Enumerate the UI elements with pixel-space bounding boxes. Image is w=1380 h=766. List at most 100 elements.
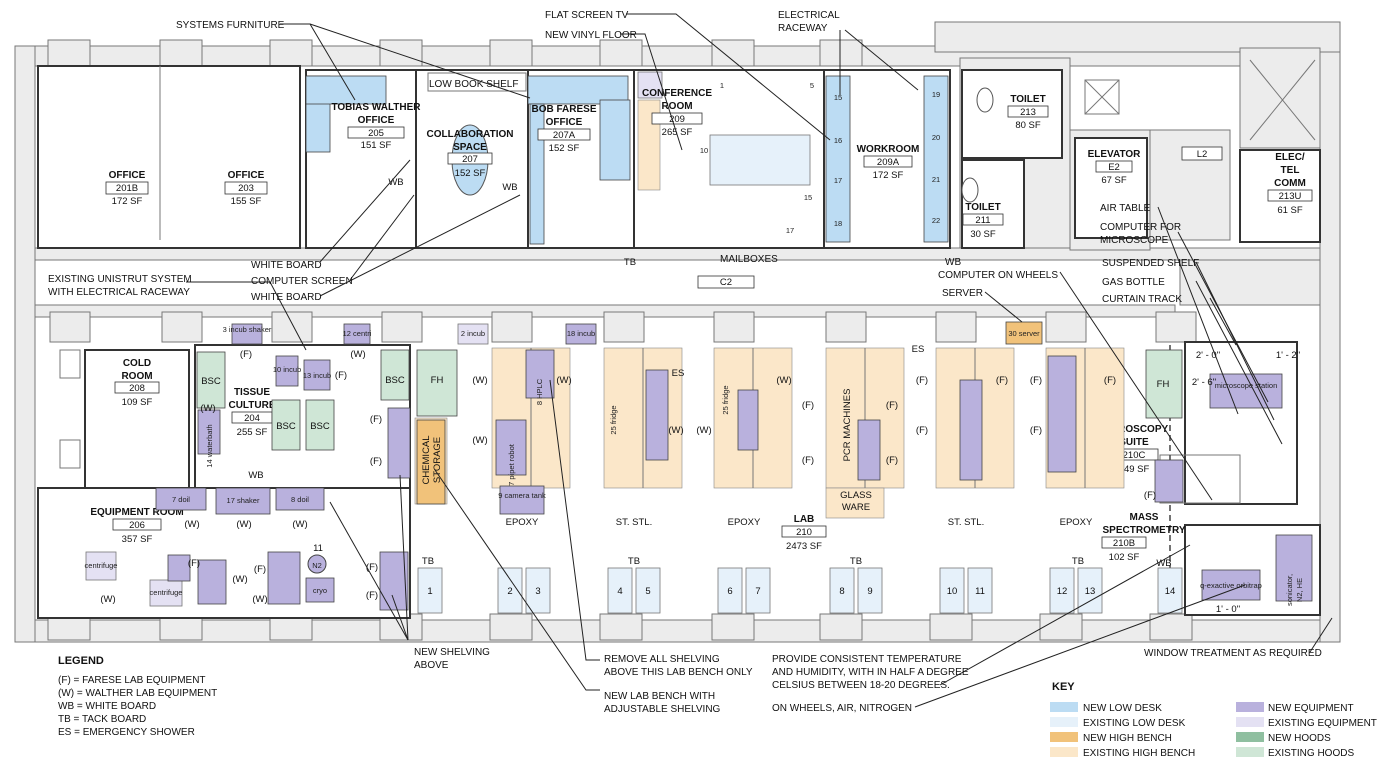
room-number-203: 203: [238, 183, 254, 194]
electrical-raceway-label-1: ELECTRICAL: [778, 10, 840, 21]
room-name-208-b: ROOM: [121, 371, 152, 382]
room-name-213u-a: ELEC/: [1275, 152, 1305, 163]
room-area-210b: 102 SF: [1109, 552, 1140, 563]
conf-label-5: 5: [810, 81, 814, 90]
desk-number-6: 6: [727, 586, 732, 597]
room-name-203: OFFICE: [228, 170, 265, 181]
room-number-210: 210: [796, 527, 812, 538]
key-label-new-low-desk: NEW LOW DESK: [1083, 703, 1162, 714]
annotations: SYSTEMS FURNITURE FLAT SCREEN TV NEW VIN…: [48, 10, 1322, 715]
room-name-208-a: COLD: [123, 358, 151, 369]
room-area-204: 255 SF: [237, 427, 268, 438]
desk-17: 17: [834, 176, 842, 185]
eq-waterbath: 14 waterbath: [205, 424, 214, 467]
svg-text:(W): (W): [350, 349, 365, 360]
svg-text:(F): (F): [335, 370, 347, 381]
room-area-210c: 149 SF: [1119, 464, 1150, 475]
fh-label-1: FH: [431, 375, 444, 386]
svg-text:(F): (F): [802, 400, 814, 411]
room-name-201b: OFFICE: [109, 170, 146, 181]
white-board-label-b: WHITE BOARD: [251, 292, 322, 303]
legend-item-emergency-shower: ES = EMERGENCY SHOWER: [58, 727, 195, 738]
room-name-209a: WORKROOM: [857, 144, 920, 155]
emergency-shower-label-2: ES: [672, 368, 685, 379]
window-treatment-label: WINDOW TREATMENT AS REQUIRED: [1144, 648, 1322, 659]
room-name-213u-b: TEL: [1281, 165, 1300, 176]
bench-labels: EPOXY ST. STL. EPOXY GLASS WARE ST. STL.…: [421, 389, 1093, 528]
electrical-raceway-label-2: RACEWAY: [778, 23, 828, 34]
desk-20: 20: [932, 133, 940, 142]
key-swatch-new-hoods: [1236, 732, 1264, 742]
room-name-204-b: CULTURE: [228, 400, 275, 411]
remove-shelving-label-1: REMOVE ALL SHELVING: [604, 654, 720, 665]
svg-text:(W): (W): [472, 435, 487, 446]
chemical-storage: [416, 419, 446, 505]
desk-21: 21: [932, 175, 940, 184]
room-number-e2: E2: [1108, 162, 1120, 173]
unistrut-label-2: WITH ELECTRICAL RACEWAY: [48, 287, 190, 298]
desk-number-14: 14: [1165, 586, 1176, 597]
dim-1-2: 1' - 2": [1276, 350, 1300, 361]
eq-qexactive: q-exactive orbitrap: [1200, 581, 1262, 590]
room-name-213u-c: COMM: [1274, 178, 1306, 189]
svg-text:(W): (W): [668, 425, 683, 436]
low-desks: [417, 567, 1183, 614]
room-name-204-a: TISSUE: [234, 387, 270, 398]
room-number-207: 207: [462, 154, 478, 165]
white-board-label-4: WB: [1156, 558, 1171, 569]
svg-text:(W): (W): [232, 574, 247, 585]
room-area-203: 155 SF: [231, 196, 262, 207]
key-label-existing-low-desk: EXISTING LOW DESK: [1083, 718, 1186, 729]
eq-microscope-station: microscope station: [1215, 381, 1278, 390]
desk-number-13: 13: [1085, 586, 1096, 597]
room-number-209: 209: [669, 114, 685, 125]
desk-22: 22: [932, 216, 940, 225]
room-number-210b: 210B: [1113, 538, 1135, 549]
chemical-label-1: CHEMICAL: [421, 435, 432, 484]
eq-centri-12: 12 centri: [343, 329, 372, 338]
temperature-note-3: CELSIUS BETWEEN 18-20 DEGREES.: [772, 680, 950, 691]
room-name-209-b: ROOM: [661, 101, 692, 112]
bench-label-pcr: PCR MACHINES: [842, 389, 853, 462]
svg-text:(F): (F): [240, 349, 252, 360]
svg-text:(F): (F): [802, 455, 814, 466]
key-swatch-new-equipment: [1236, 702, 1264, 712]
svg-text:(F): (F): [366, 590, 378, 601]
room-area-213: 80 SF: [1015, 120, 1041, 131]
tack-board-label-4: TB: [1072, 556, 1084, 567]
svg-text:(F): (F): [254, 564, 266, 575]
room-number-210c: 210C: [1123, 450, 1146, 461]
key-label-existing-high-bench: EXISTING HIGH BENCH: [1083, 748, 1195, 759]
eq-robot: 7 pipet robot: [507, 443, 516, 486]
corridor-number-c2: C2: [720, 277, 732, 288]
bsc-label-1: BSC: [201, 376, 221, 387]
room-number-204: 204: [244, 413, 260, 424]
svg-text:(F): (F): [1030, 425, 1042, 436]
bsc-hood-4: [380, 349, 410, 401]
bsc-label-3: BSC: [310, 421, 330, 432]
room-name-205-a: TOBIAS WALTHER: [331, 102, 421, 113]
tack-board-label-1: TB: [422, 556, 434, 567]
eq-incub-2: 2 incub: [461, 329, 485, 338]
desk-number-2: 2: [507, 586, 512, 597]
legend-title: LEGEND: [58, 655, 104, 667]
room-area-209: 265 SF: [662, 127, 693, 138]
room-area-201b: 172 SF: [112, 196, 143, 207]
desk-number-3: 3: [535, 586, 540, 597]
desk-number-10: 10: [947, 586, 958, 597]
room-number-209a: 209A: [877, 157, 900, 168]
room-area-209a: 172 SF: [873, 170, 904, 181]
svg-text:(W): (W): [472, 375, 487, 386]
ownership-tags: (F) (W) (F) (W) (F) (F) (W) (W) (W) (W) …: [100, 349, 1156, 605]
svg-text:(W): (W): [776, 375, 791, 386]
bench-label-epoxy-2: EPOXY: [728, 517, 761, 528]
svg-text:(F): (F): [188, 558, 200, 569]
eq-number-11: 11: [313, 543, 323, 554]
tack-board-label-3: TB: [850, 556, 862, 567]
dim-2-0: 2' - 0": [1196, 350, 1220, 361]
bench-label-ware: WARE: [842, 502, 870, 513]
leader-lines: [186, 13, 1333, 708]
legend-item-white-board: WB = WHITE BOARD: [58, 701, 156, 712]
tb-corridor-label: TB: [624, 257, 636, 268]
svg-text:(W): (W): [696, 425, 711, 436]
